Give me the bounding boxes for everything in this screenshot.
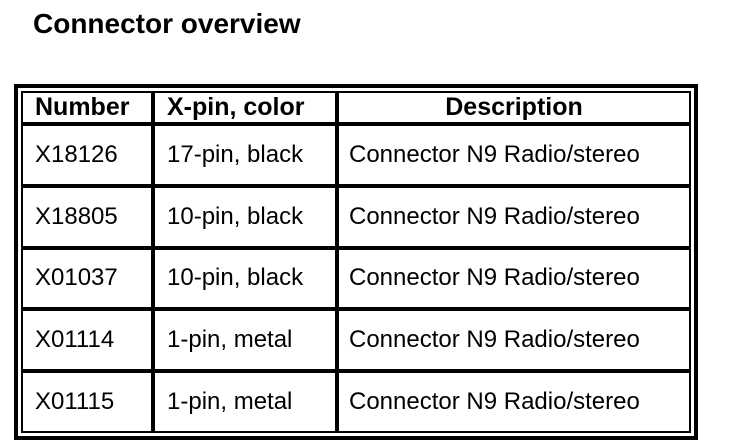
cell-pin-color: 10-pin, black (153, 185, 337, 248)
cell-description: Connector N9 Radio/stereo (337, 247, 691, 310)
column-header-description: Description (337, 91, 691, 124)
column-header-number: Number (21, 91, 153, 124)
page-title: Connector overview (33, 8, 301, 39)
connector-table-frame: Number X-pin, color Description X18126 1… (14, 84, 698, 440)
cell-description: Connector N9 Radio/stereo (337, 185, 691, 248)
cell-number: X18805 (21, 185, 153, 248)
connector-table: Number X-pin, color Description X18126 1… (21, 91, 691, 433)
column-header-pin-color: X-pin, color (153, 91, 337, 124)
table-row: X18126 17-pin, black Connector N9 Radio/… (21, 124, 691, 186)
cell-number: X01037 (21, 247, 153, 310)
cell-number: X01115 (21, 371, 153, 433)
cell-pin-color: 10-pin, black (153, 247, 337, 310)
cell-number: X01114 (21, 309, 153, 372)
cell-pin-color: 1-pin, metal (153, 309, 337, 372)
cell-number: X18126 (21, 124, 153, 186)
cell-pin-color: 17-pin, black (153, 124, 337, 186)
cell-pin-color: 1-pin, metal (153, 371, 337, 433)
table-row: X01037 10-pin, black Connector N9 Radio/… (21, 247, 691, 310)
table-row: X01115 1-pin, metal Connector N9 Radio/s… (21, 371, 691, 433)
cell-description: Connector N9 Radio/stereo (337, 371, 691, 433)
table-row: X01114 1-pin, metal Connector N9 Radio/s… (21, 309, 691, 372)
cell-description: Connector N9 Radio/stereo (337, 309, 691, 372)
table-header-row: Number X-pin, color Description (21, 91, 691, 124)
cell-description: Connector N9 Radio/stereo (337, 124, 691, 186)
table-row: X18805 10-pin, black Connector N9 Radio/… (21, 185, 691, 248)
